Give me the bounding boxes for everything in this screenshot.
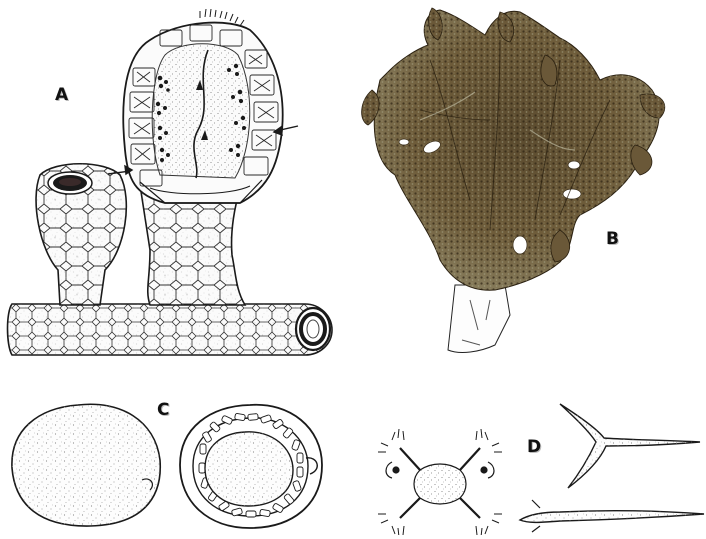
gemmule-whole [12, 404, 160, 526]
panel-label-d: D [527, 437, 541, 457]
panel-c-gemmule-diagrams: C [12, 400, 322, 528]
triradiate-spicule [560, 404, 700, 488]
gemmule-section [180, 405, 322, 528]
panel-label-c: C [157, 400, 169, 420]
sponge-colony [362, 8, 665, 290]
panel-label-b: B [606, 229, 619, 249]
oxea-spicule [520, 500, 704, 532]
sponge-base [448, 285, 510, 352]
panel-label-a: A [55, 85, 69, 105]
zoid-body [123, 9, 282, 203]
panel-b-sponge-photo: B [362, 8, 665, 352]
panel-d-spicule-diagrams: D [378, 404, 704, 535]
birotulate-spicule [378, 429, 502, 535]
